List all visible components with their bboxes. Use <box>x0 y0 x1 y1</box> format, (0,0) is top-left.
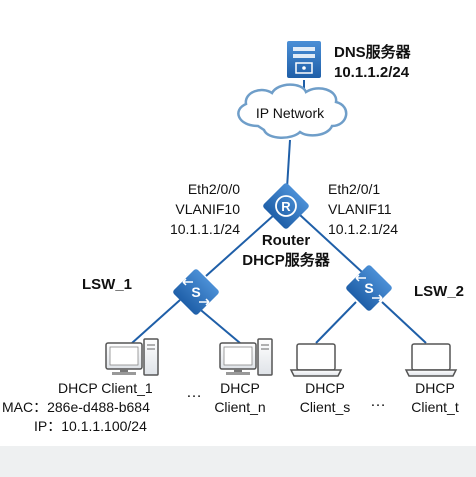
router-icon: R <box>263 183 309 229</box>
router-role: DHCP服务器 <box>242 252 330 269</box>
bottom-background-band <box>0 446 476 477</box>
link-lsw2-clients <box>315 301 357 344</box>
clientt-line1: DHCP <box>415 380 455 396</box>
link-router-lsw1 <box>205 214 275 277</box>
links <box>131 80 427 344</box>
ip-network-cloud-icon <box>237 83 348 139</box>
link-lsw1-clientn <box>195 305 241 344</box>
ip-network-label: IP Network <box>256 105 325 121</box>
client1-ip: IP：10.1.1.100/24 <box>34 418 147 434</box>
lsw2-icon-letter: S <box>364 280 373 296</box>
client1-desktop-icon <box>105 338 159 376</box>
clientt-laptop-icon <box>404 343 458 377</box>
lsw2-switch-icon: S <box>346 265 392 311</box>
router-left-if-vlan: VLANIF10 <box>175 201 240 217</box>
router-left-if-ip: 10.1.1.1/24 <box>169 221 240 237</box>
dns-server-ip: 10.1.1.2/24 <box>334 64 410 81</box>
clients-laptop-icon <box>289 343 343 377</box>
lsw2-label: LSW_2 <box>414 283 465 300</box>
router-icon-letter: R <box>281 199 291 214</box>
lsw1-icon-letter: S <box>191 284 200 300</box>
dns-server-label: DNS服务器 <box>334 44 411 61</box>
client1-mac: MAC：286e-d488-b684 <box>2 399 150 415</box>
link-cloud-router <box>286 139 291 189</box>
link-lsw2-clientt <box>381 301 427 344</box>
clients-line1: DHCP <box>305 380 345 396</box>
clients-line2: Client_s <box>299 399 351 415</box>
router-right-if-port: Eth2/0/1 <box>328 181 381 197</box>
dns-server-icon <box>287 41 321 78</box>
ellipsis-left: … <box>186 384 202 401</box>
clientn-line2: Client_n <box>214 399 266 415</box>
link-router-lsw2 <box>299 214 363 273</box>
client1-name: DHCP Client_1 <box>58 380 153 396</box>
lsw1-switch-icon: S <box>173 269 219 315</box>
clientt-line2: Client_t <box>411 399 459 415</box>
clientn-desktop-icon <box>219 338 273 376</box>
ellipsis-right: … <box>370 393 386 410</box>
router-right-if-vlan: VLANIF11 <box>328 201 392 217</box>
clientn-line1: DHCP <box>220 380 260 396</box>
router-right-if-ip: 10.1.2.1/24 <box>328 221 399 237</box>
router-name: Router <box>261 232 311 249</box>
router-left-if-port: Eth2/0/0 <box>187 181 240 197</box>
lsw1-label: LSW_1 <box>82 276 133 293</box>
link-lsw1-client1 <box>131 299 181 344</box>
